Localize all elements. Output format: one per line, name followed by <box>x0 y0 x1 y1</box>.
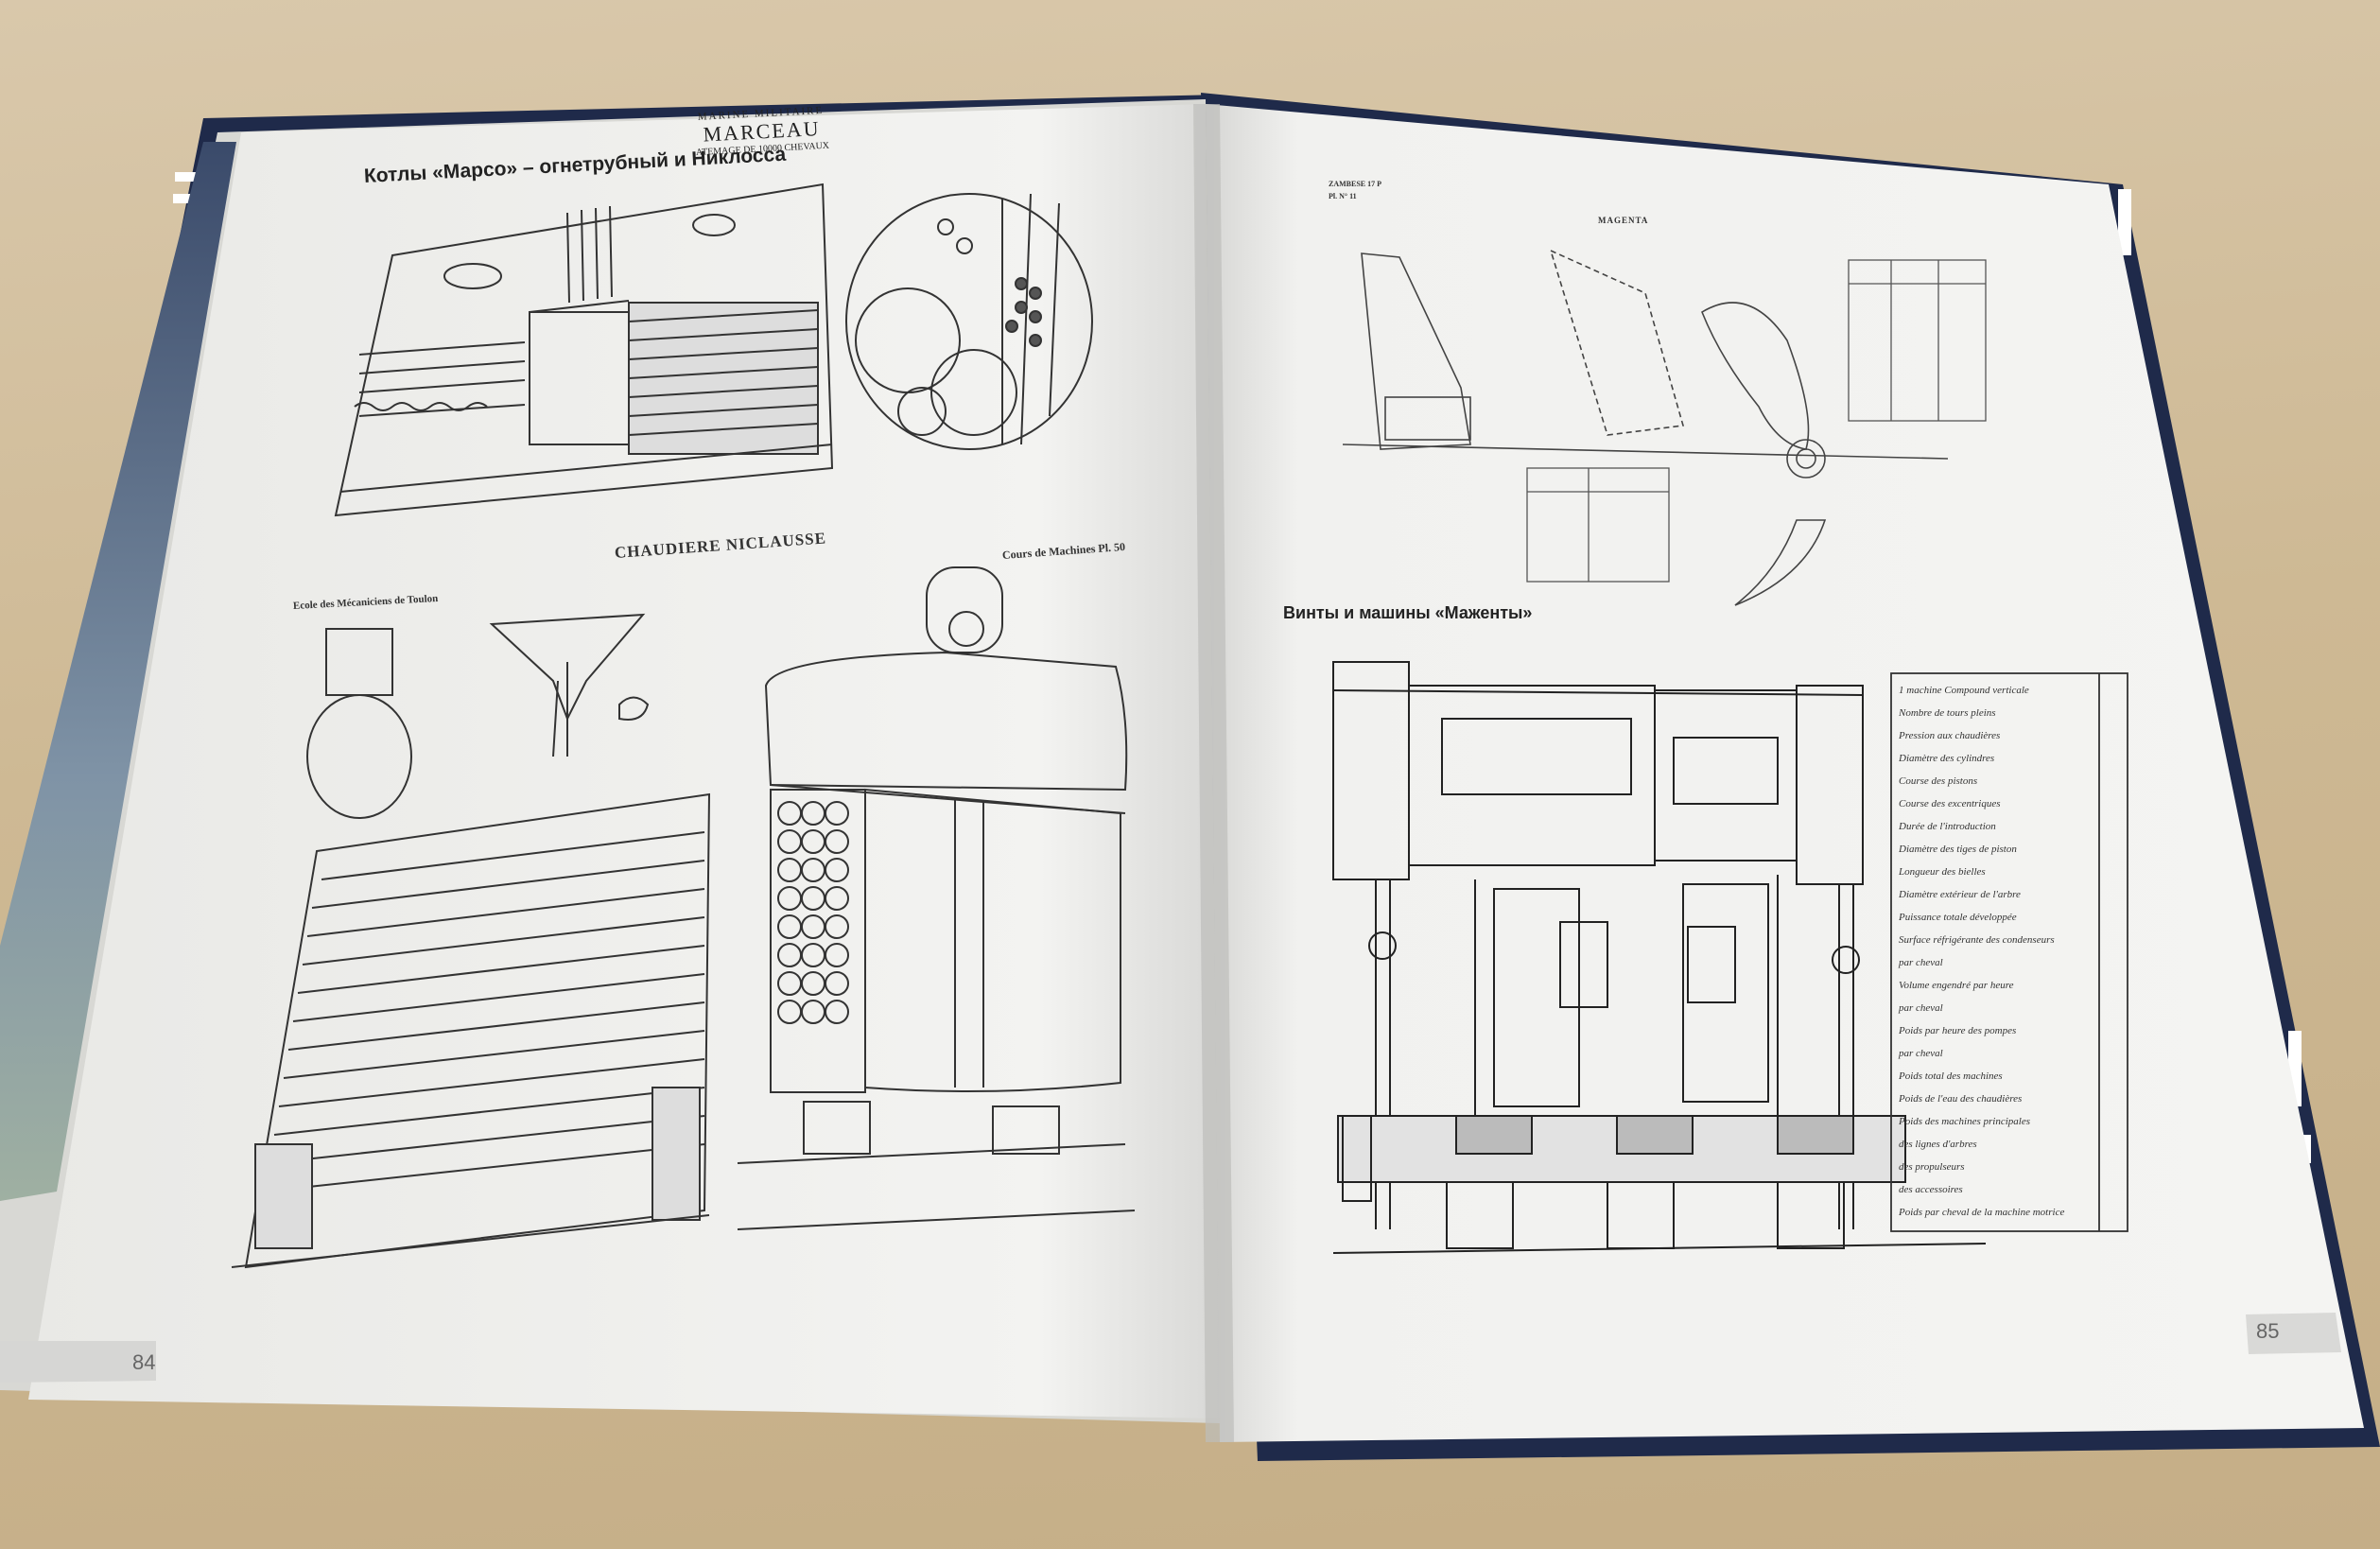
marceau-stamp: MARINE MILITAIRE MARCEAU ATEMAGE DE 1000… <box>694 105 830 158</box>
engine-spec-table <box>1890 672 2128 1232</box>
marceau-boiler-elevation <box>334 183 834 517</box>
spec-row: des accessoires <box>1899 1184 1963 1195</box>
spec-row: Longueur des bielles <box>1899 866 1986 878</box>
spec-row: 1 machine Compound verticale <box>1899 685 2029 696</box>
spec-row: Surface réfrigérante des condenseurs <box>1899 934 2055 946</box>
spec-row: par cheval <box>1899 957 1943 968</box>
right-page-number: 85 <box>2256 1319 2280 1343</box>
spec-row: Nombre de tours pleins <box>1899 707 1996 719</box>
spec-row: par cheval <box>1899 1002 1943 1014</box>
right-header-small-1: ZAMBESE 17 P <box>1329 180 1382 188</box>
page-number-tab-right <box>2246 1313 2341 1354</box>
spec-row: Puissance totale développée <box>1899 912 2017 923</box>
spec-row: Course des pistons <box>1899 775 1978 787</box>
spec-row: des propulseurs <box>1899 1161 1965 1173</box>
propeller-blade-drawings <box>1342 249 1949 606</box>
engine-spec-list: 1 machine Compound verticale Nombre de t… <box>1899 679 2095 1224</box>
spec-row: Durée de l'introduction <box>1899 821 1996 832</box>
page-photo-strip <box>0 142 236 1201</box>
left-page-number: 84 <box>132 1350 156 1374</box>
magenta-engine-drawing <box>1332 661 1987 1254</box>
marceau-boiler-end-view <box>845 193 1093 450</box>
right-section-title: Винты и машины «Маженты» <box>1283 603 1533 622</box>
spec-row: des lignes d'arbres <box>1899 1139 1977 1150</box>
spec-row: Volume engendré par heure <box>1899 980 2014 991</box>
spec-row: Diamètre des cylindres <box>1899 753 1995 764</box>
spec-row: Poids par cheval de la machine motrice <box>1899 1207 2065 1218</box>
right-page <box>1206 104 2364 1442</box>
spec-row: Pression aux chaudières <box>1899 730 2001 741</box>
spec-row: Poids total des machines <box>1899 1070 2003 1082</box>
right-header-small-2: Pl. N° 11 <box>1329 192 1357 200</box>
spec-row: Diamètre extérieur de l'arbre <box>1899 889 2021 900</box>
spec-row: Poids de l'eau des chaudières <box>1899 1093 2023 1105</box>
spec-row: Poids par heure des pompes <box>1899 1025 2017 1036</box>
propeller-data-table <box>1526 259 1987 583</box>
spec-row: Course des excentriques <box>1899 798 2001 809</box>
spec-row: Diamètre des tiges de piston <box>1899 844 2017 855</box>
cover-stripe <box>175 172 213 182</box>
spec-row: Poids des machines principales <box>1899 1116 2031 1127</box>
niclausse-boiler-section <box>231 628 711 1269</box>
right-drawing-title: MAGENTA <box>1598 216 1649 225</box>
niclausse-boiler-front <box>737 566 1136 1230</box>
spec-row: par cheval <box>1899 1048 1943 1059</box>
page-number-tab-left <box>0 1341 156 1383</box>
gutter-shadow <box>1193 104 1234 1442</box>
cover-stripe <box>2118 189 2131 255</box>
niclausse-detail-sketch <box>489 613 650 757</box>
